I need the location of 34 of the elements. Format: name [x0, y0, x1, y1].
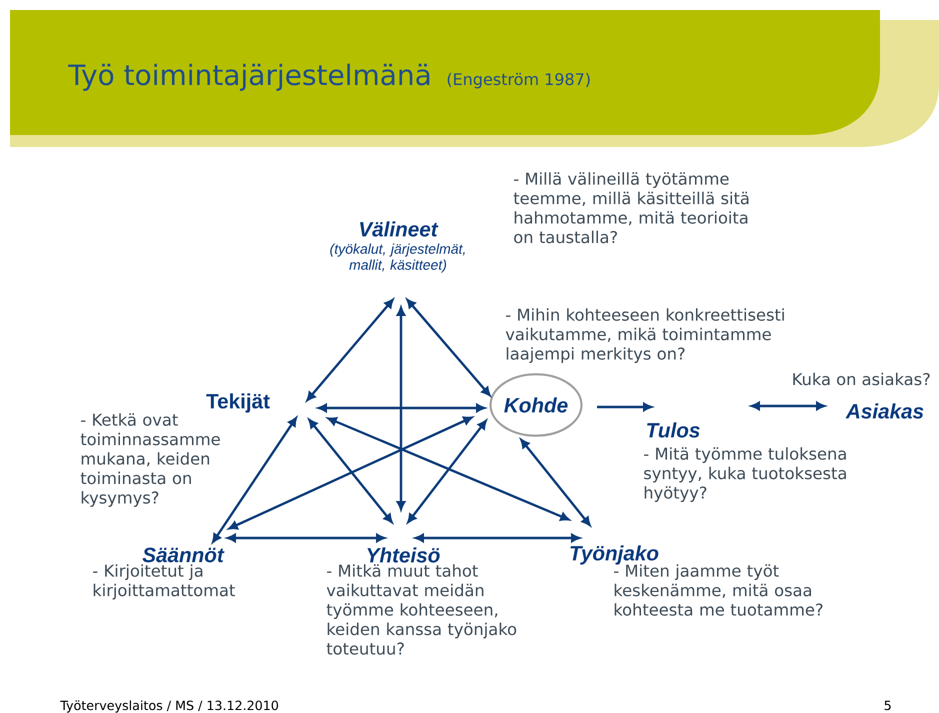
node-label: Säännöt	[142, 548, 224, 562]
page-number: 5	[884, 700, 891, 710]
arrow	[597, 402, 652, 412]
question-text: - Ketkä ovat toiminnassamme mukana, keiden toiminasta on kysymys?	[80, 413, 220, 507]
question-text: Kuka on asiakas?	[793, 372, 930, 386]
title: Työ toimintajärjestelmänä	[68, 64, 430, 91]
arrow	[318, 404, 485, 412]
question-text: - Mitkä muut tahot vaikuttavat meidän työmme kohteeseen, keiden kanssa työnjako toteutuu?	[326, 564, 516, 655]
node-label: Välineet (työkalut, järjestelmät, mallit, käsitteet)	[330, 221, 465, 273]
arrow	[308, 419, 393, 523]
circled-label: Kohde	[489, 373, 583, 437]
node-label: Tekijät	[206, 393, 270, 413]
arrow	[396, 307, 406, 510]
arrow	[415, 534, 580, 542]
footer-text: Työterveyslaitos / MS / 13.12.2010	[60, 700, 278, 713]
question-text: - Mitä työmme tuloksena syntyy, kuka tuotoksesta hyötyy?	[644, 447, 846, 502]
arrow	[520, 439, 591, 526]
arrow	[212, 417, 297, 543]
question-text: - Kirjoitetut ja kirjoittamattomat	[93, 564, 235, 600]
arrow	[306, 299, 394, 401]
question-text: - Millä välineillä työtämme teemme, millä käsitteillä sitä hahmotamme, mitä teorioita on taustalla?	[514, 172, 748, 244]
question-text: - Mihin kohteeseen konkreettisesti vaikutamme, mikä toimintamme laajempi merkitys on?	[506, 308, 784, 363]
node-label: Tulos	[647, 422, 700, 438]
node-label: Työnjako	[570, 545, 658, 565]
arrow	[751, 402, 825, 410]
node-label: Asiakas	[846, 403, 924, 419]
arrow	[227, 534, 385, 542]
citation: (Engeström 1987)	[448, 72, 590, 88]
arrow	[406, 299, 490, 396]
arrow	[407, 420, 487, 523]
arrow	[328, 417, 570, 521]
node-label: Yhteisö	[367, 547, 440, 563]
question-text: - Miten jaamme työt keskenämme, mitä osaa kohteesta me tuotamme?	[614, 564, 822, 616]
arrow	[228, 416, 472, 530]
